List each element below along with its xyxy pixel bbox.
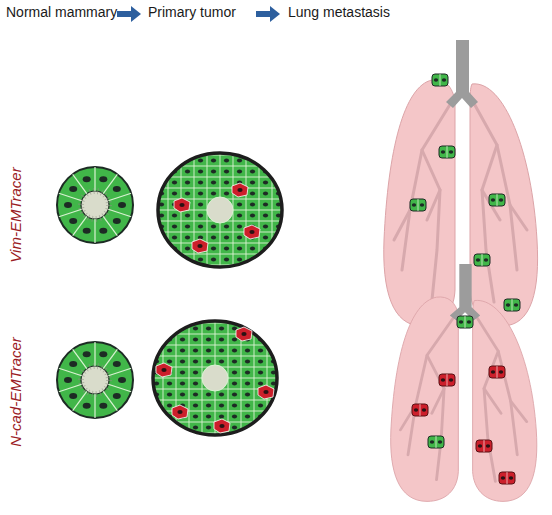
row-label: N-cad-EMTracer	[8, 337, 25, 447]
stage-arrow	[117, 6, 280, 22]
stage-heading: Normal mammary	[6, 5, 117, 20]
stage-heading: Lung metastasis	[288, 5, 390, 20]
row-label: Vim-EMTracer	[8, 167, 25, 262]
stage-heading: Primary tumor	[148, 5, 236, 20]
